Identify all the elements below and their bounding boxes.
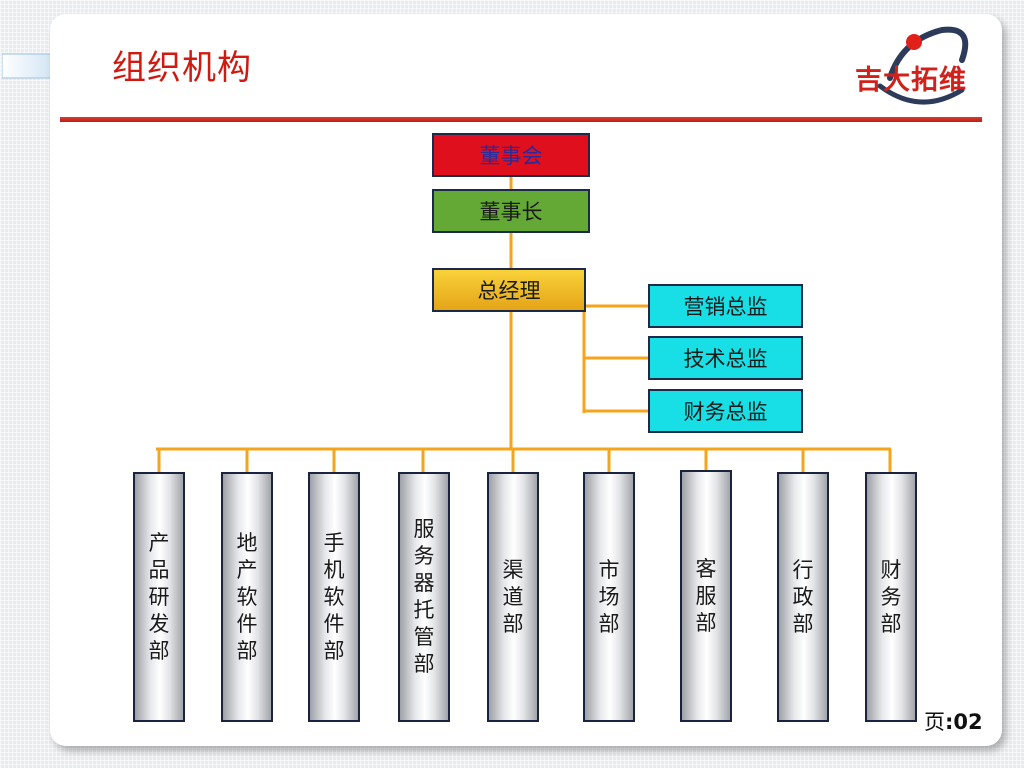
department-label: 客服部 xyxy=(695,556,717,635)
company-logo-text: 吉大拓维 xyxy=(855,65,967,96)
marketing-director-box: 营销总监 xyxy=(648,284,803,328)
department-box: 行政部 xyxy=(777,472,829,722)
general-manager-box: 总经理 xyxy=(432,268,586,312)
title-divider xyxy=(60,117,982,122)
board-of-directors-box: 董事会 xyxy=(432,133,590,177)
department-label: 手机软件部 xyxy=(323,530,345,663)
department-label: 市场部 xyxy=(598,557,620,636)
department-box: 服务器托管部 xyxy=(398,472,450,722)
page-number: 页:02 xyxy=(924,706,983,736)
finance-director-box: 财务总监 xyxy=(648,389,803,433)
department-label: 财务部 xyxy=(880,557,902,636)
department-label: 地产软件部 xyxy=(236,530,258,663)
department-box: 渠道部 xyxy=(487,472,539,722)
page-number-prefix: 页 xyxy=(924,710,945,734)
technical-director-box: 技术总监 xyxy=(648,336,803,380)
department-label: 行政部 xyxy=(792,557,814,636)
department-box: 财务部 xyxy=(865,472,917,722)
page-title: 组织机构 xyxy=(112,48,252,88)
department-label: 渠道部 xyxy=(502,557,524,636)
chairman-box: 董事长 xyxy=(432,189,590,233)
department-label: 服务器托管部 xyxy=(413,517,435,676)
company-logo-icon xyxy=(877,26,969,105)
department-box: 市场部 xyxy=(583,472,635,722)
page-number-value: :02 xyxy=(945,710,983,734)
department-box: 客服部 xyxy=(680,470,732,722)
department-box: 产品研发部 xyxy=(133,472,185,722)
department-box: 手机软件部 xyxy=(308,472,360,722)
department-label: 产品研发部 xyxy=(148,530,170,663)
department-box: 地产软件部 xyxy=(221,472,273,722)
